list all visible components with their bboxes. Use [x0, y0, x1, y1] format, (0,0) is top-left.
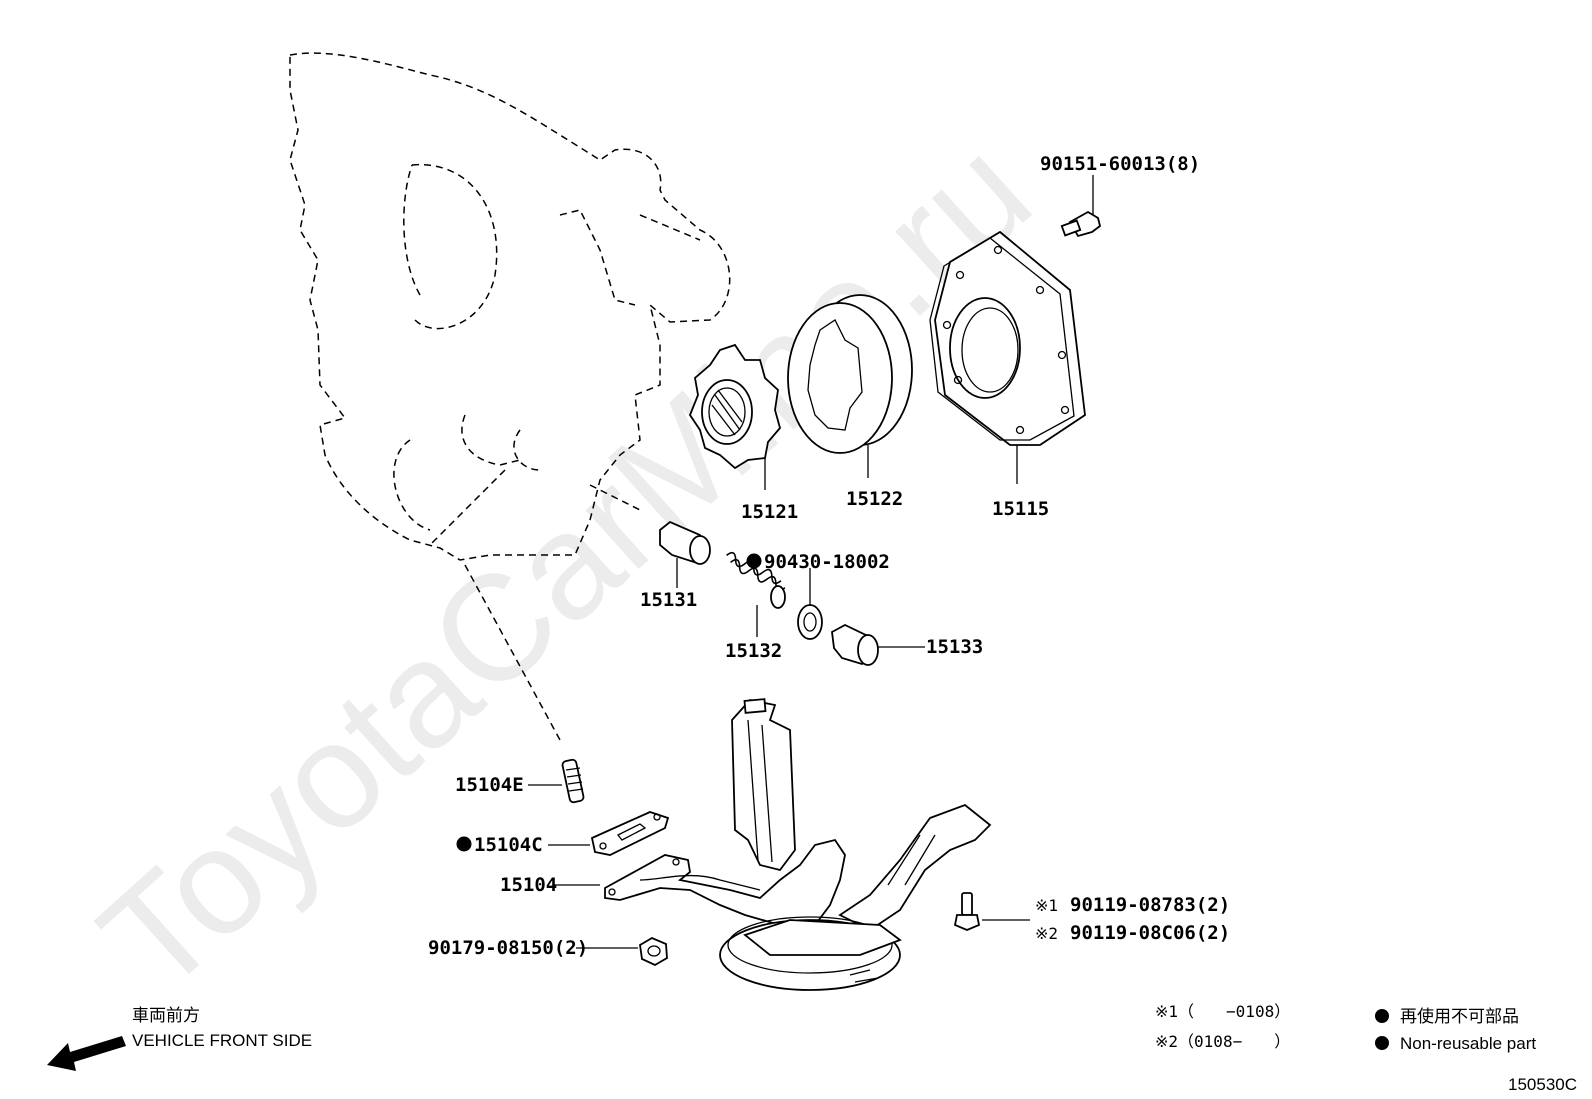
label-90179-08150: 90179-08150(2): [428, 937, 588, 959]
stud-15104E: [528, 758, 585, 804]
label-90119-08783: 90119-08783(2): [1070, 894, 1230, 916]
engine-block-outline: [289, 52, 731, 741]
non-reusable-mark: [456, 836, 472, 852]
label-15132: 15132: [725, 640, 782, 662]
label-15104E: 15104E: [455, 774, 524, 796]
vehicle-front-arrow-icon: [47, 1036, 126, 1071]
non-reusable-mark: [746, 553, 762, 569]
legend-dot: [1375, 1009, 1389, 1050]
label-15122: 15122: [846, 488, 903, 510]
label-15115: 15115: [992, 498, 1049, 520]
legend-en: Non-reusable part: [1400, 1034, 1536, 1053]
pump-cover-15115: [929, 230, 1086, 484]
label-15104C: 15104C: [474, 834, 543, 856]
drive-gear-15121: [688, 343, 781, 490]
plug-15133: [831, 623, 925, 666]
figure-code: 150530C: [1508, 1075, 1577, 1094]
driven-rotor-15122: [787, 294, 913, 478]
screw-90151: [1060, 175, 1102, 238]
nut-90179: [576, 936, 668, 967]
label-15133: 15133: [926, 636, 983, 658]
label-15104: 15104: [500, 874, 557, 896]
bolt-90119: [953, 892, 1030, 931]
note-mark-2: ※2: [1035, 924, 1058, 943]
note-2: ※2（0108− ）: [1155, 1032, 1290, 1051]
gasket-90430: [797, 568, 823, 640]
label-15121: 15121: [741, 501, 798, 523]
label-15131: 15131: [640, 589, 697, 611]
label-90430-18002: 90430-18002: [764, 551, 890, 573]
front-label-en: VEHICLE FRONT SIDE: [132, 1031, 312, 1050]
label-90151-60013: 90151-60013(8): [1040, 153, 1200, 175]
oil-strainer-15104: [553, 698, 992, 991]
note-1: ※1（ −0108）: [1155, 1002, 1290, 1021]
note-mark-1: ※1: [1035, 896, 1058, 915]
legend-jp: 再使用不可部品: [1400, 1006, 1519, 1026]
label-90119-08C06: 90119-08C06(2): [1070, 922, 1230, 944]
gasket-15104C: [548, 811, 670, 856]
relief-valve-15131: [659, 520, 711, 588]
front-label-jp: 車両前方: [132, 1006, 200, 1025]
